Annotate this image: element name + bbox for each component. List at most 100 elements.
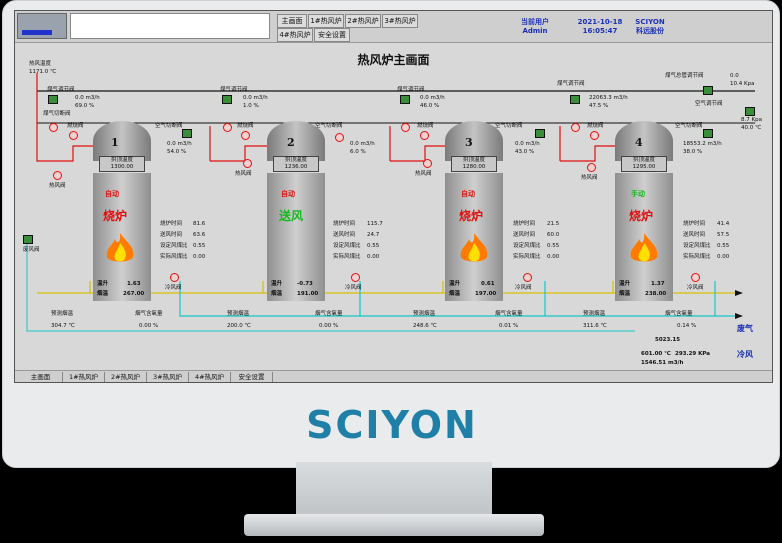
stove-2-pre-label: 预测烟温 [227, 311, 250, 317]
tab-main[interactable]: 主画面 [19, 372, 63, 382]
tab-stove-3[interactable]: 3#热风炉 [147, 372, 189, 382]
stove-4-flue-value: 238.00 [645, 291, 667, 297]
info-panel [70, 13, 270, 39]
nav-stove-3[interactable]: 3#热风炉 [382, 14, 418, 28]
stove-1-pre-value: 304.7 ℃ [51, 323, 75, 329]
stove-4-gas-valve-icon[interactable] [570, 95, 580, 104]
stove-4-o2-value: 0.14 % [677, 323, 697, 329]
stove-1-air-flow: 0.0 m3/h [167, 141, 192, 147]
stove-2-cold-valve-icon[interactable] [351, 273, 360, 282]
stove-4-cold-valve-label: 冷风阀 [687, 285, 704, 291]
stove-2-body [267, 173, 325, 301]
stove-3-hot-valve-icon[interactable] [423, 159, 432, 168]
stove-2-act-value: 0.00 [367, 254, 380, 260]
smoke-valve-icon[interactable] [23, 235, 33, 244]
stove-2-rise-value: -0.73 [297, 281, 313, 287]
stove-2-air-flow: 0.0 m3/h [350, 141, 375, 147]
stove-4-fire-valve-icon[interactable] [590, 131, 599, 140]
stove-2-gas-valve-icon[interactable] [222, 95, 232, 104]
stove-1-gas-cut-label: 煤气切断阀 [43, 111, 71, 117]
gas-main-valve-label: 煤气总管调节阀 [665, 73, 704, 79]
nav-main[interactable]: 主画面 [277, 14, 307, 28]
stove-4-set-label: 设定风煤比 [683, 243, 711, 249]
stove-3-gas-pct: 46.0 % [420, 103, 440, 109]
stove-3-burn-value: 21.5 [547, 221, 560, 227]
stove-3-number: 3 [465, 136, 473, 149]
stove-4-air-cut-label: 空气切断阀 [675, 123, 703, 129]
stove-2-dome-label: 拱顶温度 [284, 157, 307, 163]
stove-2-set-value: 0.55 [367, 243, 380, 249]
tab-stove-4[interactable]: 4#热风炉 [189, 372, 231, 382]
stove-2-flue-value: 191.00 [297, 291, 319, 297]
tab-stove-1[interactable]: 1#热风炉 [63, 372, 105, 382]
stove-2-fire-valve-icon[interactable] [241, 131, 250, 140]
stove-1-dome-value: 1300.00 [110, 164, 134, 170]
stove-3-fire-valve-icon[interactable] [420, 131, 429, 140]
tab-stove-2[interactable]: 2#热风炉 [105, 372, 147, 382]
hot-air-temp-value: 1171.0 ℃ [29, 69, 57, 75]
stove-1-dome [93, 121, 151, 161]
monitor-stand [296, 462, 492, 518]
stove-1-dome-box: 拱顶温度 1300.00 [99, 156, 145, 172]
gas-main-valve-icon[interactable] [703, 86, 713, 95]
stove-1-gas-valve-icon[interactable] [48, 95, 58, 104]
stove-2-gas-pct: 1.0 % [243, 103, 259, 109]
stove-1-fire-valve-icon[interactable] [69, 131, 78, 140]
stove-4-send-label: 送风时间 [683, 232, 706, 238]
stove-3-body [445, 173, 503, 301]
stove-4-set-value: 0.55 [717, 243, 730, 249]
stove-4-gas-cut-icon[interactable] [571, 123, 580, 132]
gas-main-press: 10.4 Kpa [730, 81, 755, 87]
stove-3-dome-label: 拱顶温度 [462, 157, 485, 163]
nav-stove-2[interactable]: 2#热风炉 [345, 14, 381, 28]
stove-1-gas-flow: 0.0 m3/h [75, 95, 100, 101]
stove-1-send-value: 63.6 [193, 232, 206, 238]
stove-4-hot-valve-label: 热风阀 [581, 175, 598, 181]
stove-4-burn-value: 41.4 [717, 221, 730, 227]
stove-4-body [615, 173, 673, 301]
tab-safety[interactable]: 安全设置 [231, 372, 273, 382]
stove-2-hot-valve-icon[interactable] [243, 159, 252, 168]
stove-3-gas-cut-icon[interactable] [401, 123, 410, 132]
stove-1-gas-cut-icon[interactable] [49, 123, 58, 132]
stove-1-flame-icon [106, 233, 134, 262]
stove-2-air-cut-icon[interactable] [335, 133, 344, 142]
stove-4-dome-label: 拱顶温度 [632, 157, 655, 163]
stove-4-dome-value: 1295.00 [632, 164, 656, 170]
brand-cn: 科远股份 [636, 27, 664, 35]
stove-4-cold-valve-icon[interactable] [691, 273, 700, 282]
stove-1-hot-valve-icon[interactable] [53, 171, 62, 180]
outlet-press: 293.29 KPa [675, 351, 710, 357]
hmi-screen: 主画面 1#热风炉 2#热风炉 3#热风炉 4#热风炉 安全设置 当前用户 Ad… [14, 10, 773, 383]
stove-4-fire-valve-label: 燃烧阀 [587, 123, 604, 129]
stove-2-pre-value: 200.0 ℃ [227, 323, 251, 329]
stove-4-burn-label: 烧炉时间 [683, 221, 706, 227]
stove-4-flue-label: 烟温 [619, 291, 631, 297]
stove-2-gas-cut-icon[interactable] [223, 123, 232, 132]
stove-2-o2-label: 烟气含氧量 [315, 311, 343, 317]
cold-air-pipe [179, 281, 735, 317]
nav-stove-1[interactable]: 1#热风炉 [308, 14, 344, 28]
stove-3-state: 烧炉 [459, 209, 484, 223]
stove-3-cold-valve-label: 冷风阀 [515, 285, 532, 291]
stove-4-act-value: 0.00 [717, 254, 730, 260]
stove-2-mode: 自动 [281, 190, 295, 198]
stove-1-flue-value: 267.00 [123, 291, 145, 297]
user-label: 当前用户 [521, 18, 549, 26]
stove-1-hot-valve-label: 热风阀 [49, 183, 66, 189]
nav-safety[interactable]: 安全设置 [314, 28, 350, 42]
stove-4-dome-box: 拱顶温度 1295.00 [621, 156, 667, 172]
stove-2-dome-value: 1236.00 [284, 164, 308, 170]
nav-stove-4[interactable]: 4#热风炉 [277, 28, 313, 42]
air-main-valve-icon[interactable] [745, 107, 755, 116]
stove-4-hot-valve-icon[interactable] [587, 163, 596, 172]
stove-3-cold-valve-icon[interactable] [523, 273, 532, 282]
stove-1-air-cut-icon[interactable] [182, 129, 192, 138]
outlet-temp: 601.00 ℃ [641, 351, 671, 357]
stove-1-air-cut-label: 空气切断阀 [155, 123, 183, 129]
stove-1-cold-valve-icon[interactable] [170, 273, 179, 282]
stove-3-gas-valve-icon[interactable] [400, 95, 410, 104]
stove-4-pre-value: 311.6 ℃ [583, 323, 607, 329]
stove-4-air-cut-icon[interactable] [703, 129, 713, 138]
stove-3-air-cut-icon[interactable] [535, 129, 545, 138]
